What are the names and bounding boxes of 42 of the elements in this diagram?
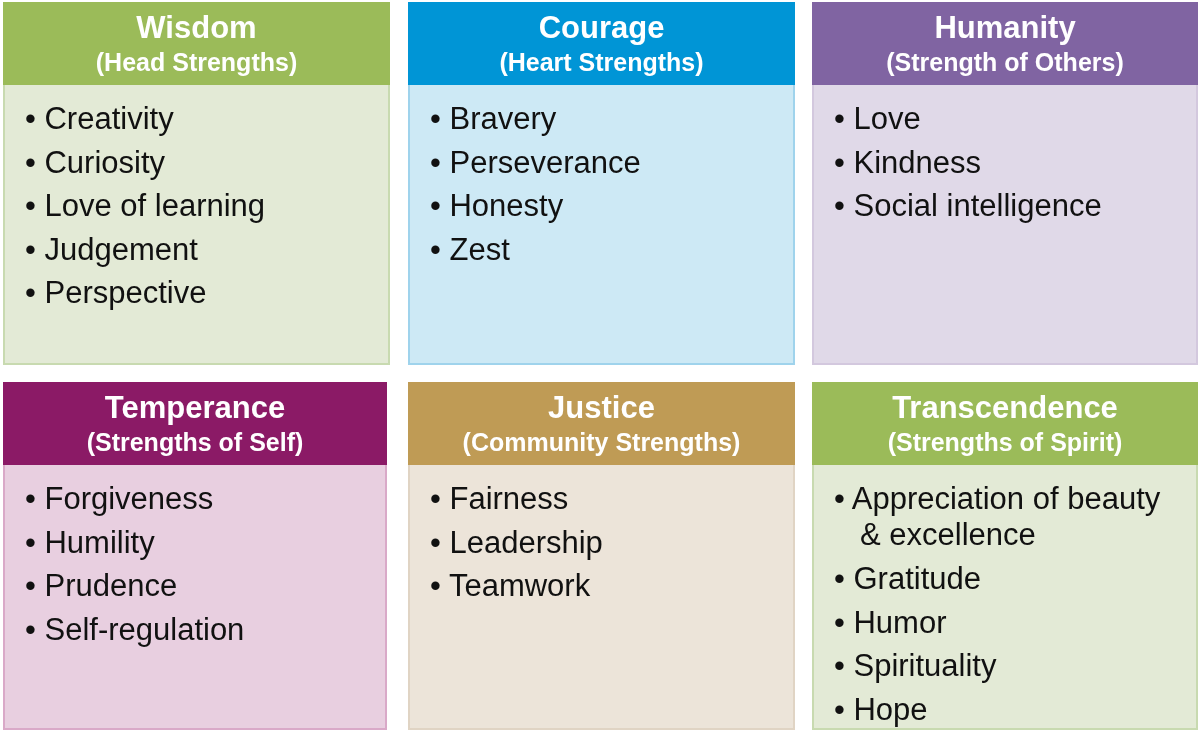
- card-title: Courage: [538, 9, 665, 46]
- list-item: • Spirituality: [834, 647, 998, 685]
- list-item: • Gratitude: [834, 560, 982, 598]
- list-item: • Zest: [430, 230, 511, 269]
- card-subtitle: (Strengths of Self): [86, 426, 304, 458]
- card-subtitle: (Community Strengths): [462, 426, 741, 458]
- list-item: • Hope: [834, 690, 929, 729]
- category-card: [3, 382, 387, 730]
- list-item: • Fairness: [430, 480, 570, 518]
- list-item: • Perspective: [25, 274, 208, 312]
- card-title: Justice: [548, 389, 655, 426]
- list-item: • Appreciation of beauty & excellence: [834, 480, 1162, 554]
- card-subtitle: (Heart Strengths): [499, 46, 704, 78]
- card-subtitle: (Strengths of Spirit): [887, 426, 1123, 458]
- list-item: • Curiosity: [25, 143, 167, 182]
- list-item: • Humor: [834, 603, 948, 642]
- list-item: • Kindness: [834, 143, 982, 182]
- card-title: Humanity: [934, 9, 1076, 46]
- list-item: • Bravery: [430, 100, 558, 138]
- card-title: Wisdom: [136, 9, 257, 46]
- list-item: • Love of learning: [25, 187, 266, 225]
- list-item: • Teamwork: [430, 567, 592, 605]
- list-item: • Prudence: [25, 567, 179, 605]
- list-item: • Social intelligence: [834, 187, 1102, 225]
- list-item: • Humility: [25, 523, 156, 562]
- list-item: • Love: [834, 100, 922, 138]
- list-item: • Judgement: [25, 230, 199, 269]
- list-item: • Leadership: [430, 523, 604, 562]
- list-item: • Perseverance: [430, 143, 642, 182]
- list-item: • Creativity: [25, 100, 175, 138]
- card-title: Transcendence: [892, 389, 1118, 426]
- card-subtitle: (Strength of Others): [886, 46, 1124, 78]
- list-item: • Self-regulation: [25, 610, 245, 649]
- card-subtitle: (Head Strengths): [95, 46, 298, 78]
- category-card: [812, 2, 1198, 365]
- category-card: [812, 382, 1198, 730]
- category-card: [408, 382, 795, 730]
- card-title: Temperance: [104, 389, 286, 426]
- category-card: [3, 2, 390, 365]
- category-card: [408, 2, 795, 365]
- list-item: • Forgiveness: [25, 480, 215, 518]
- list-item: • Honesty: [430, 187, 565, 225]
